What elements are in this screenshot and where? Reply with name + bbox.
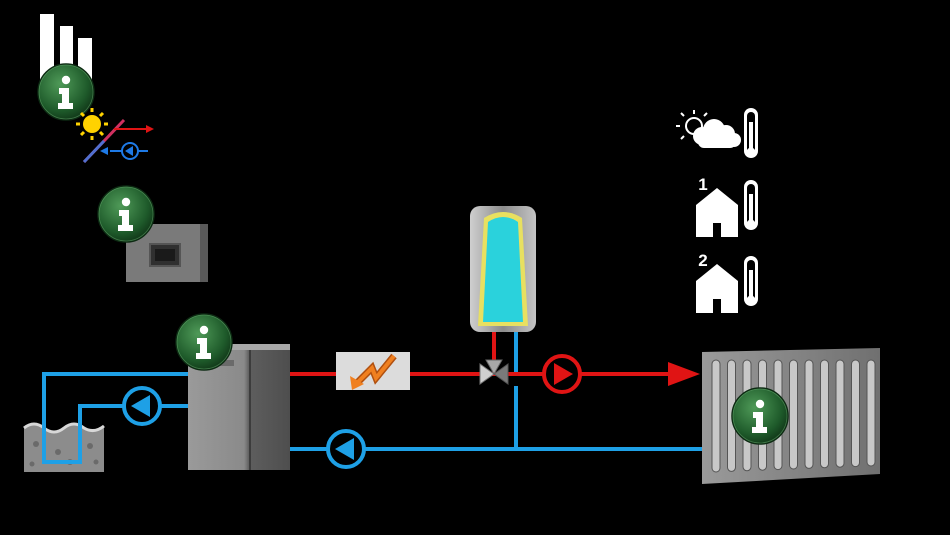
solar-collector (76, 108, 154, 164)
boiler-info-icon[interactable] (175, 313, 233, 371)
room1-sensor[interactable]: 1 (696, 175, 758, 237)
control-unit-info-icon[interactable] (97, 185, 155, 243)
feed-pump-icon[interactable] (122, 386, 162, 426)
room2-sensor[interactable]: 2 (696, 251, 758, 313)
room1-thermometer-icon (744, 180, 758, 230)
buffer-tank[interactable] (470, 206, 536, 332)
radiator-fin (804, 359, 814, 469)
room1-house-icon (696, 188, 738, 237)
room2-thermometer-icon (744, 256, 758, 306)
room1-label: 1 (698, 175, 707, 194)
radiator-fin (711, 359, 721, 473)
three-way-valve-icon[interactable] (479, 359, 509, 385)
radiator-info-icon[interactable] (731, 387, 789, 445)
room2-house-icon (696, 264, 738, 313)
radiator-fin (820, 359, 829, 469)
fuel-storage (23, 374, 105, 472)
radiator-fin (835, 359, 845, 468)
heating-pump-icon[interactable] (542, 354, 582, 394)
outdoor-sensor[interactable] (676, 108, 758, 158)
room2-label: 2 (698, 251, 707, 270)
radiator (702, 348, 880, 484)
chimney-info-icon[interactable] (37, 63, 95, 121)
cloud-sun-icon (676, 110, 741, 148)
return-pump-icon[interactable] (326, 429, 366, 469)
radiator-fin (866, 359, 876, 467)
outdoor-thermometer-icon (744, 108, 758, 158)
radiator-fin (789, 359, 798, 470)
heat-exchanger-icon[interactable] (336, 352, 410, 390)
radiator-fin (851, 359, 860, 468)
flow-arrow-to-radiator (668, 362, 700, 386)
sun-icon (76, 108, 108, 140)
